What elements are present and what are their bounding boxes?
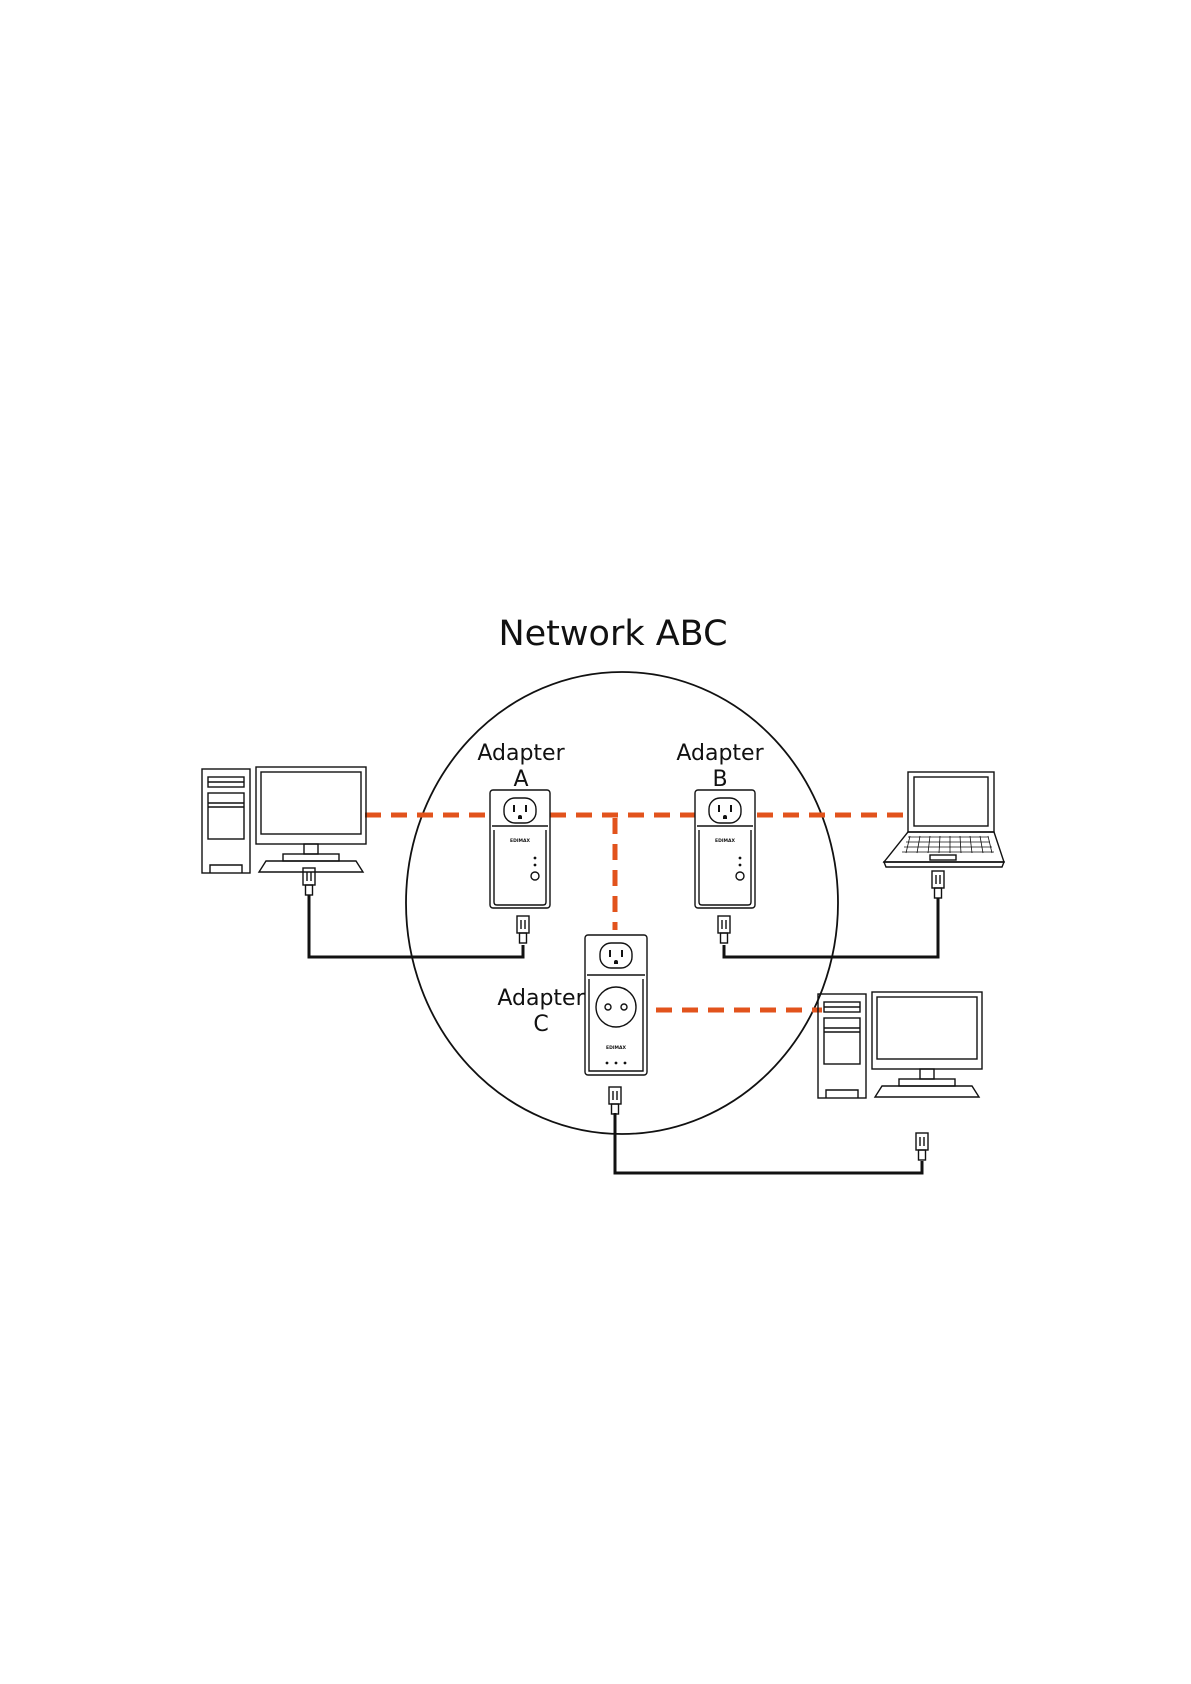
adapter-b-brand-logo: EDIMAX bbox=[715, 838, 735, 844]
ethernet-plug-icon bbox=[932, 871, 944, 898]
ethernet-plug-icon bbox=[609, 1087, 621, 1114]
adapter-a-brand-logo: EDIMAX bbox=[510, 838, 530, 844]
ethernet-plug-icon bbox=[916, 1133, 928, 1160]
ethernet-cable-adapter-c-desktop bbox=[615, 1113, 922, 1173]
ethernet-cables bbox=[309, 895, 938, 1173]
powerline-adapter-b-icon: EDIMAX bbox=[695, 790, 755, 908]
ethernet-cable-adapter-b-laptop bbox=[724, 898, 938, 957]
powerline-adapter-a-icon: EDIMAX bbox=[490, 790, 550, 908]
ethernet-cable-desktop-adapter-a bbox=[309, 895, 523, 957]
ethernet-plug-icon bbox=[718, 916, 730, 943]
adapter-c-label-line1: Adapter bbox=[497, 986, 585, 1011]
ethernet-plug-icon bbox=[517, 916, 529, 943]
network-boundary-circle bbox=[406, 672, 838, 1134]
adapter-b-label-line2: B bbox=[712, 767, 727, 792]
adapter-c-brand-logo: EDIMAX bbox=[606, 1045, 626, 1051]
laptop-icon bbox=[884, 772, 1004, 867]
adapter-b-label-line1: Adapter bbox=[676, 741, 764, 766]
adapter-c-label-line2: C bbox=[533, 1012, 548, 1037]
adapter-a-label-line2: A bbox=[513, 767, 528, 792]
powerline-links bbox=[365, 815, 905, 1010]
desktop-computer-icon bbox=[202, 767, 366, 873]
powerline-adapter-c-icon: EDIMAX bbox=[585, 935, 647, 1075]
diagram-title: Network ABC bbox=[498, 614, 727, 654]
desktop-computer-icon bbox=[818, 992, 982, 1098]
adapter-a-label-line1: Adapter bbox=[477, 741, 565, 766]
